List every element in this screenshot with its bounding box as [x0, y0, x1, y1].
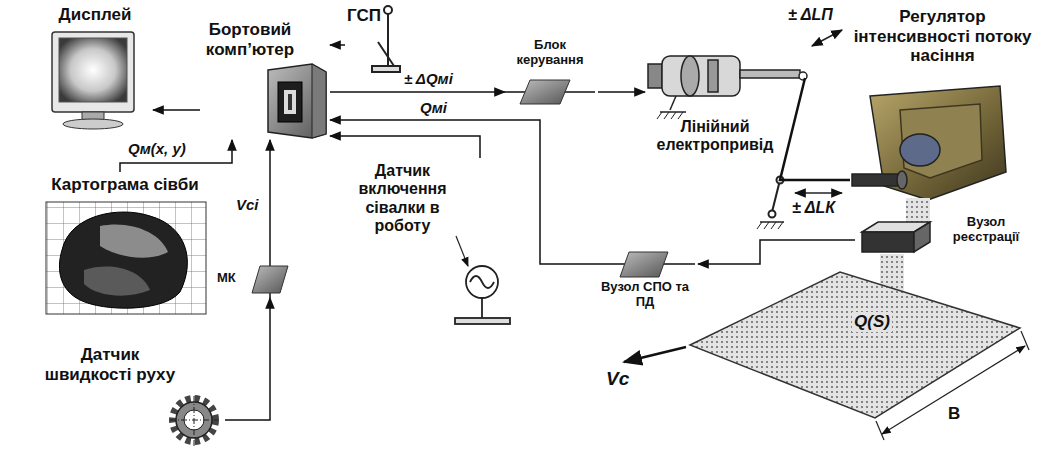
- seed-regulator-icon: [852, 86, 1006, 200]
- seeding-map: [46, 202, 206, 314]
- switch-sensor-icon: [455, 236, 510, 324]
- onboard-computer: Бортовий комп’ютер: [200, 18, 330, 140]
- gsp-sensor: ГСП: [345, 3, 403, 78]
- linear-drive: Лінійний електропривід: [645, 30, 805, 158]
- node-label: Датчик швидкості руху: [35, 345, 185, 384]
- mk-icon: [252, 266, 288, 293]
- node-label: Вузол СПО та ПД: [595, 280, 695, 310]
- signal-label: Vсі: [234, 196, 261, 213]
- flow-regulator: Регулятор інтенсивності потоку насіння: [850, 5, 1038, 205]
- signal-line: [269, 140, 271, 262]
- linkage-rod: [780, 78, 850, 180]
- node-label: Регулятор інтенсивності потоку насіння: [850, 7, 1035, 66]
- control-block-icon: [520, 80, 570, 104]
- switch-sensor: Датчик включення сівалки в роботу: [345, 158, 520, 330]
- velocity-arrow: [624, 347, 686, 362]
- signal-line: [153, 109, 200, 111]
- speed-sensor: Датчик швидкості руху: [35, 343, 225, 451]
- lever: [757, 30, 842, 229]
- node-label: Блок керування: [505, 38, 595, 68]
- mk-block: МК: [215, 262, 290, 298]
- signal-label: Qм(x, y): [126, 140, 188, 157]
- control-block: Блок керування: [505, 38, 598, 110]
- displacement-label: ± ΔLП: [786, 6, 835, 24]
- signal-line: [698, 240, 855, 264]
- signal-line: [330, 44, 345, 46]
- velocity-label: Vс: [604, 368, 631, 390]
- signal-line: [330, 136, 480, 158]
- node-label: Датчик включення сівалки в роботу: [345, 162, 460, 236]
- signal-line: [330, 120, 595, 264]
- displacement-label: ± ΔLК: [790, 199, 837, 217]
- display: Дисплей: [40, 3, 153, 135]
- flow-label: Q(S): [852, 312, 892, 332]
- seeding-map: Картограма сівби: [40, 172, 213, 318]
- computer-icon: [268, 64, 326, 138]
- node-label: Дисплей: [40, 5, 150, 25]
- node-label: Картограма сівби: [40, 175, 210, 195]
- signal-line: [598, 91, 645, 93]
- registration-unit: Вузол реєстрації: [855, 210, 1038, 260]
- node-label: Вузол реєстрації: [937, 215, 1035, 245]
- linear-drive-icon: [648, 56, 807, 119]
- signal-label: ± ΔQмі: [402, 70, 455, 87]
- field: [690, 272, 1020, 418]
- signal-label: Qмі: [418, 99, 449, 116]
- seed-stream: [906, 198, 930, 222]
- node-label: ГСП: [347, 6, 387, 26]
- width-label: В: [946, 404, 962, 424]
- spo-block: Вузол СПО та ПД: [595, 250, 698, 318]
- signal-line: [330, 91, 505, 93]
- width-dimension: [876, 331, 1029, 440]
- node-label: Лінійний електропривід: [655, 118, 775, 155]
- node-label: МК: [217, 271, 249, 286]
- spo-block-icon: [620, 252, 668, 277]
- speed-sensor-icon: [170, 396, 218, 448]
- display-icon: [52, 32, 134, 129]
- signal-line: [225, 298, 270, 420]
- signal-line: [120, 140, 232, 172]
- node-label: Бортовий комп’ютер: [200, 20, 300, 59]
- registration-icon: [862, 222, 930, 252]
